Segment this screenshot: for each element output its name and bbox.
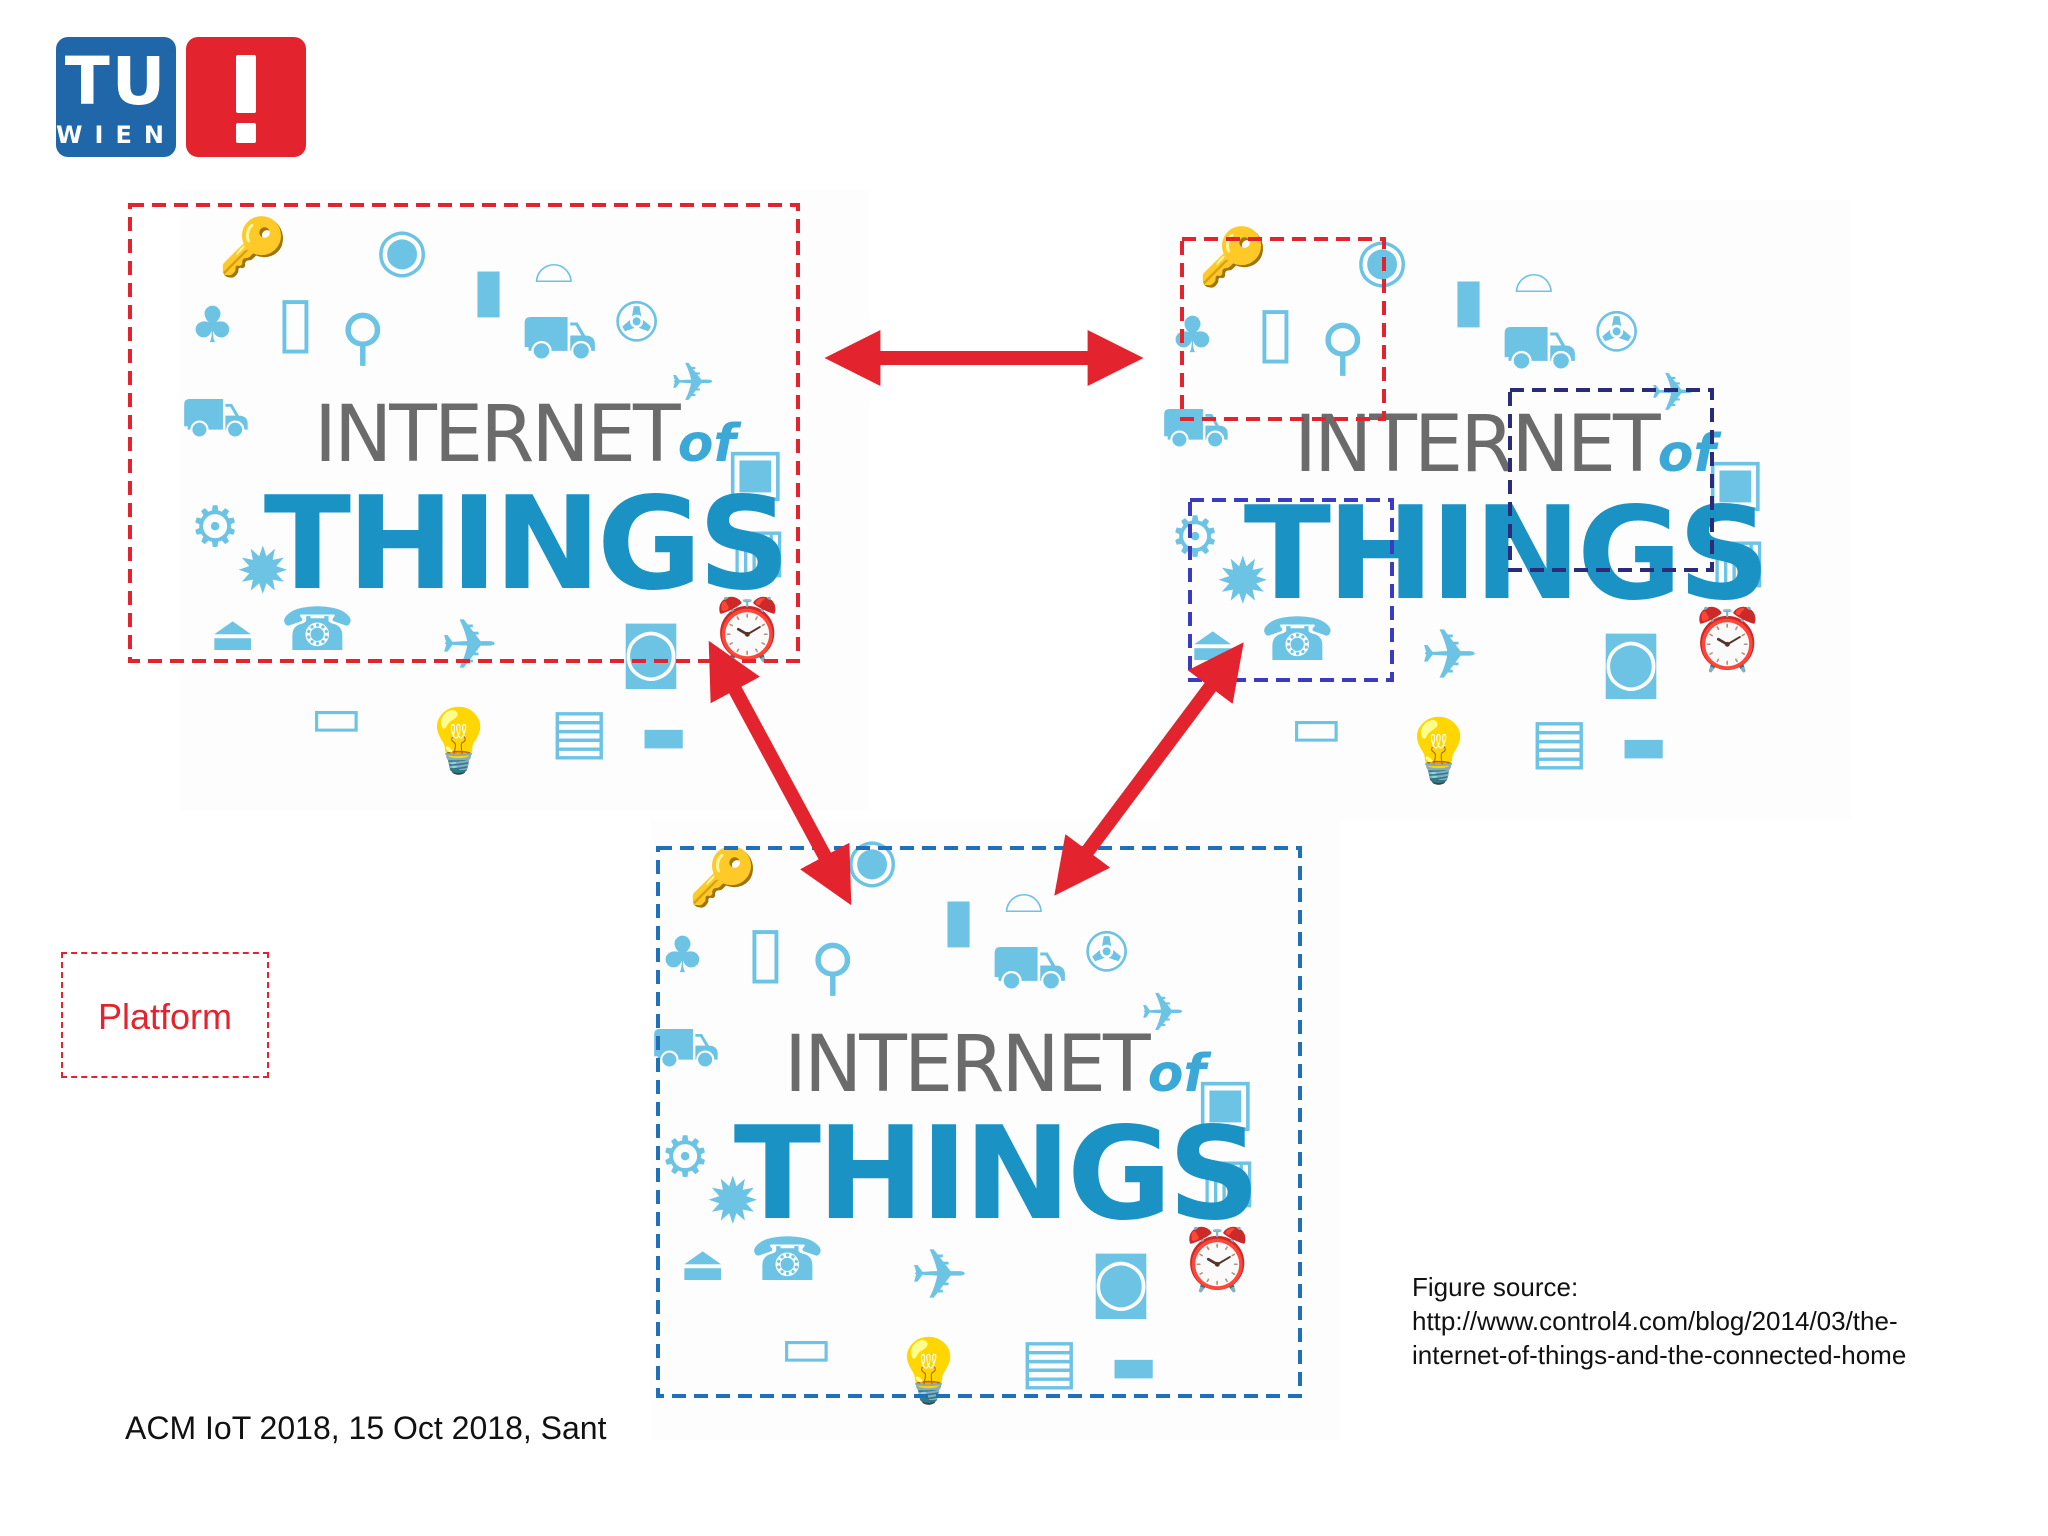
gear-icon: ⚙ (1170, 505, 1221, 570)
trash-icon: ▥ (730, 515, 787, 585)
iot-things-text: THINGS (263, 470, 790, 619)
alarm-clock-icon: ⏰ (1180, 1225, 1255, 1295)
figure-source: Figure source: http://www.control4.com/b… (1412, 1270, 1906, 1372)
tv-icon: ▭ (310, 685, 363, 750)
phone-icon: ▯ (1256, 290, 1295, 372)
robot-icon: ◉ (376, 215, 429, 285)
gear-large-icon: ✹ (236, 535, 290, 609)
trash-icon: ▥ (1710, 525, 1767, 595)
battery-icon: ▮ (1452, 265, 1486, 335)
speaker-icon: ◙ (620, 615, 683, 689)
iron-icon: ⏏ (210, 606, 256, 662)
car-icon: ⛟ (520, 300, 598, 373)
car-icon: ⛟ (1500, 310, 1578, 383)
tu-logo-wien: WIEN (56, 121, 176, 149)
bulb-icon: 💡 (890, 1334, 968, 1407)
iot-graphic-bottom: 🔑 ◉ ▮ ⌓ ♣ ▯ ⚲ ⛟ ✇ ✈ ⛟ ⚙ ✹ ▣ ▥ ⏰ ☎ ⏏ ✈ ◙ … (650, 820, 1340, 1440)
fan-icon: ✇ (1594, 301, 1640, 364)
bus-icon: ▤ (1020, 1324, 1079, 1397)
iot-graphic-right: 🔑 ◉ ▮ ⌓ ♣ ▯ ⚲ ⛟ ✇ ✈ ⛟ ⚙ ✹ ▣ ▥ ⏰ ☎ ⏏ ✈ ◙ … (1160, 200, 1850, 820)
bus-icon: ▤ (550, 694, 609, 767)
plant-icon: ♣ (190, 296, 235, 354)
microwave-icon: ▣ (1705, 445, 1766, 519)
plane-icon: ✈ (670, 351, 716, 414)
battery-icon: ▮ (942, 885, 976, 955)
platform-legend-box: Platform (61, 952, 269, 1078)
gear-icon: ⚙ (660, 1125, 711, 1190)
airplane-icon: ✈ (910, 1234, 969, 1316)
iron-icon: ⏏ (680, 1236, 726, 1292)
phone-icon: ▯ (276, 280, 315, 362)
sub-box-purple (1188, 498, 1394, 682)
telephone-icon: ☎ (750, 1225, 825, 1295)
arrow-right-diagonal (1054, 642, 1244, 896)
phone-icon: ▯ (746, 910, 785, 992)
iot-of-text: of (1147, 1044, 1207, 1104)
iot-things-text: THINGS (733, 1100, 1260, 1249)
sub-box-navy (1508, 388, 1714, 572)
exclamation-logo-icon (186, 37, 306, 157)
trash-icon: ▥ (1200, 1145, 1257, 1215)
train-icon: ⛟ (180, 385, 251, 450)
iot-of-text: of (1657, 424, 1717, 484)
bicycle-icon: ⚲ (1320, 310, 1366, 383)
footer-text: ACM IoT 2018, 15 Oct 2018, Sant (125, 1410, 607, 1446)
speaker-icon: ◙ (1600, 625, 1663, 699)
figure-source-url-1: http://www.control4.com/blog/2014/03/the… (1412, 1306, 1898, 1336)
plant-icon: ♣ (660, 926, 705, 984)
plane-icon: ✈ (1140, 981, 1186, 1044)
microwave-icon: ▣ (1195, 1065, 1256, 1139)
telephone-icon: ☎ (280, 595, 355, 665)
iot-of-text: of (677, 414, 737, 474)
figure-source-url-2: internet-of-things-and-the-connected-hom… (1412, 1340, 1907, 1370)
iot-internet-text: INTERNET (313, 390, 681, 480)
speaker-icon: ◙ (1090, 1245, 1153, 1319)
gear-large-icon: ✹ (1216, 545, 1270, 619)
bath-icon: ⌓ (534, 236, 574, 294)
airplane-icon: ✈ (1420, 614, 1479, 696)
iot-internet-text: INTERNET (783, 1020, 1151, 1110)
train-icon: ⛟ (650, 1015, 721, 1080)
plant-icon: ♣ (1170, 306, 1215, 364)
robot-icon: ◉ (846, 825, 899, 895)
gear-icon: ⚙ (190, 495, 241, 560)
tu-logo-text: TU (64, 43, 168, 120)
bulb-icon: 💡 (1400, 714, 1478, 787)
tv-icon: ▭ (1290, 695, 1343, 760)
router-icon: ▬ (640, 706, 688, 764)
gear-large-icon: ✹ (706, 1165, 760, 1239)
arrow-left-diagonal (708, 640, 852, 906)
bicycle-icon: ⚲ (340, 300, 386, 373)
alarm-clock-icon: ⏰ (1690, 605, 1765, 675)
airplane-icon: ✈ (440, 604, 499, 686)
bath-icon: ⌓ (1004, 866, 1044, 924)
fan-icon: ✇ (614, 291, 660, 354)
car-icon: ⛟ (990, 930, 1068, 1003)
telephone-icon: ☎ (1260, 605, 1335, 675)
bulb-icon: 💡 (420, 704, 498, 777)
iot-internet-text: INTERNET (1293, 400, 1661, 490)
bath-icon: ⌓ (1514, 246, 1554, 304)
train-icon: ⛟ (1160, 395, 1231, 460)
bus-icon: ▤ (1530, 704, 1589, 777)
router-icon: ▬ (1110, 1336, 1158, 1394)
iot-things-text: THINGS (1243, 480, 1770, 629)
platform-box-left (128, 203, 800, 663)
tv-icon: ▭ (780, 1315, 833, 1380)
bicycle-icon: ⚲ (810, 930, 856, 1003)
key-icon: 🔑 (218, 215, 288, 280)
platform-box-bottom (656, 846, 1302, 1398)
figure-source-label: Figure source: (1412, 1272, 1579, 1302)
plane-icon: ✈ (1650, 361, 1696, 424)
microwave-icon: ▣ (725, 435, 786, 509)
sub-box-red (1180, 237, 1386, 421)
tu-logo: TU WIEN (56, 37, 176, 157)
fan-icon: ✇ (1084, 921, 1130, 984)
router-icon: ▬ (1620, 716, 1668, 774)
battery-icon: ▮ (472, 255, 506, 325)
platform-label: Platform (97, 996, 233, 1037)
